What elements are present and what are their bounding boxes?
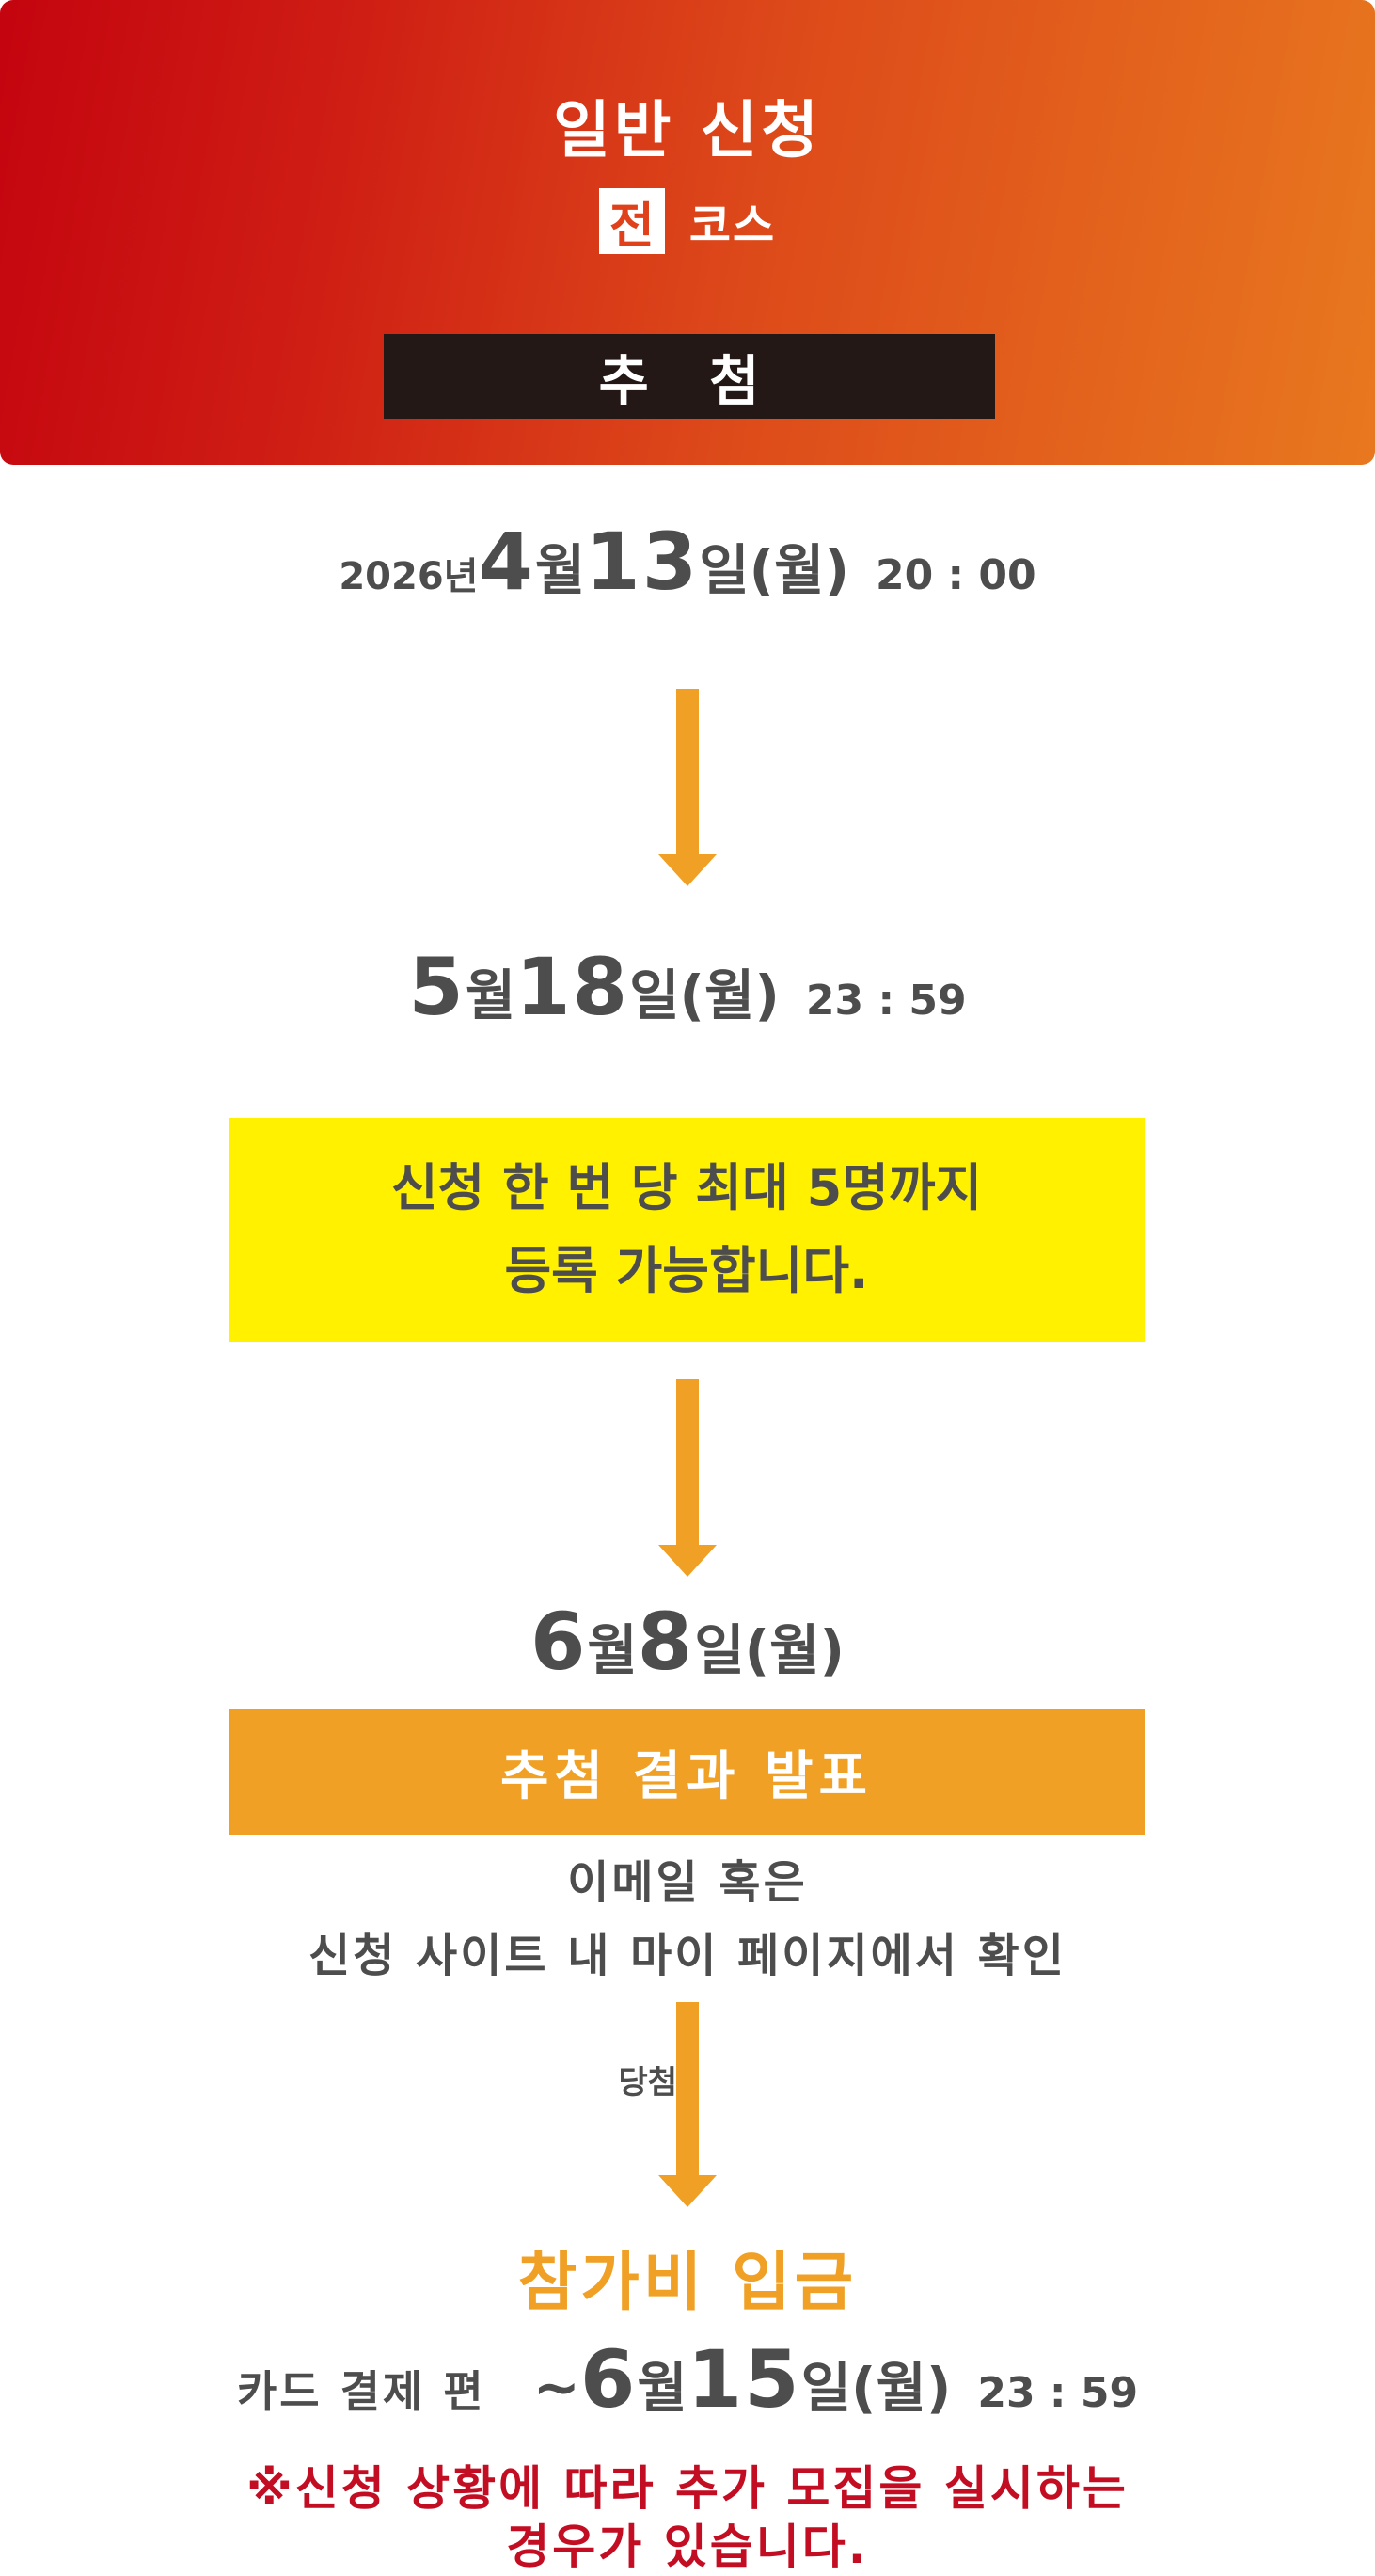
start-day-num: 13 <box>585 516 700 608</box>
payment-month-num: 6 <box>579 2333 638 2425</box>
result-month-unit: 월 <box>587 1618 638 1682</box>
arrow-down-icon <box>658 2002 717 2207</box>
result-month-num: 6 <box>529 1596 588 1688</box>
start-time: 20 : 00 <box>875 551 1036 599</box>
card-payment-label: 카드 결제 편 <box>236 2366 486 2417</box>
course-row: 전 코스 <box>0 188 1375 255</box>
start-month-unit: 월 <box>534 538 586 602</box>
payment-weekday: (월) <box>850 2356 952 2420</box>
arrow-down-icon <box>658 1379 717 1577</box>
confirm-line-2: 신청 사이트 내 마이 페이지에서 확인 <box>308 1930 1067 1982</box>
start-month-num: 4 <box>478 516 535 608</box>
header-banner: 일반 신청 전 코스 추 첨 <box>0 0 1375 465</box>
end-weekday: (월) <box>679 963 780 1027</box>
footer-notice-line-2: 경우가 있습니다. <box>506 2520 869 2574</box>
start-date: 2026년 4 월 13 일 (월) 20 : 00 <box>0 516 1375 608</box>
notice-line-2: 등록 가능합니다. <box>504 1241 869 1300</box>
course-badge: 전 <box>598 188 665 255</box>
registration-limit-notice: 신청 한 번 당 최대 5명까지 등록 가능합니다. <box>229 1118 1145 1342</box>
start-year: 2026년 <box>339 555 479 598</box>
end-day-unit: 일 <box>629 963 680 1027</box>
end-day-num: 18 <box>515 941 630 1033</box>
payment-month-unit: 월 <box>637 2356 688 2420</box>
result-day-num: 8 <box>637 1596 695 1688</box>
end-month-unit: 월 <box>465 963 516 1027</box>
lottery-bar: 추 첨 <box>384 334 995 419</box>
result-day-unit: 일 <box>694 1618 745 1682</box>
lottery-result-bar: 추첨 결과 발표 <box>229 1709 1145 1835</box>
notice-line-1: 신청 한 번 당 최대 5명까지 <box>390 1158 983 1217</box>
arrow-down-icon <box>658 689 717 886</box>
end-date: 5 월 18 일 (월) 23 : 59 <box>0 941 1375 1033</box>
payment-title: 참가비 입금 <box>517 2246 858 2320</box>
win-label: 당첨 <box>618 2064 677 2102</box>
start-weekday: (월) <box>749 538 849 602</box>
card-payment-deadline: 카드 결제 편 ~ 6 월 15 일 (월) 23 : 59 <box>0 2333 1375 2425</box>
course-label: 코스 <box>688 199 777 252</box>
end-time: 23 : 59 <box>805 977 967 1025</box>
payment-time: 23 : 59 <box>977 2369 1139 2417</box>
payment-day-num: 15 <box>687 2333 801 2425</box>
result-weekday: (월) <box>744 1618 846 1682</box>
end-month-num: 5 <box>408 941 466 1033</box>
payment-day-unit: 일 <box>800 2356 851 2420</box>
footer-notice-line-1: ※신청 상황에 따라 추가 모집을 실시하는 <box>246 2461 1129 2516</box>
additional-recruitment-notice: ※신청 상황에 따라 추가 모집을 실시하는 경우가 있습니다. <box>0 2459 1375 2576</box>
confirm-line-1: 이메일 혹은 <box>567 1856 808 1909</box>
result-confirm-text: 이메일 혹은 신청 사이트 내 마이 페이지에서 확인 <box>0 1846 1375 1993</box>
tilde: ~ <box>532 2355 580 2421</box>
start-day-unit: 일 <box>699 538 750 602</box>
header-title: 일반 신청 <box>553 94 822 167</box>
result-date: 6 월 8 일 (월) <box>0 1596 1375 1688</box>
